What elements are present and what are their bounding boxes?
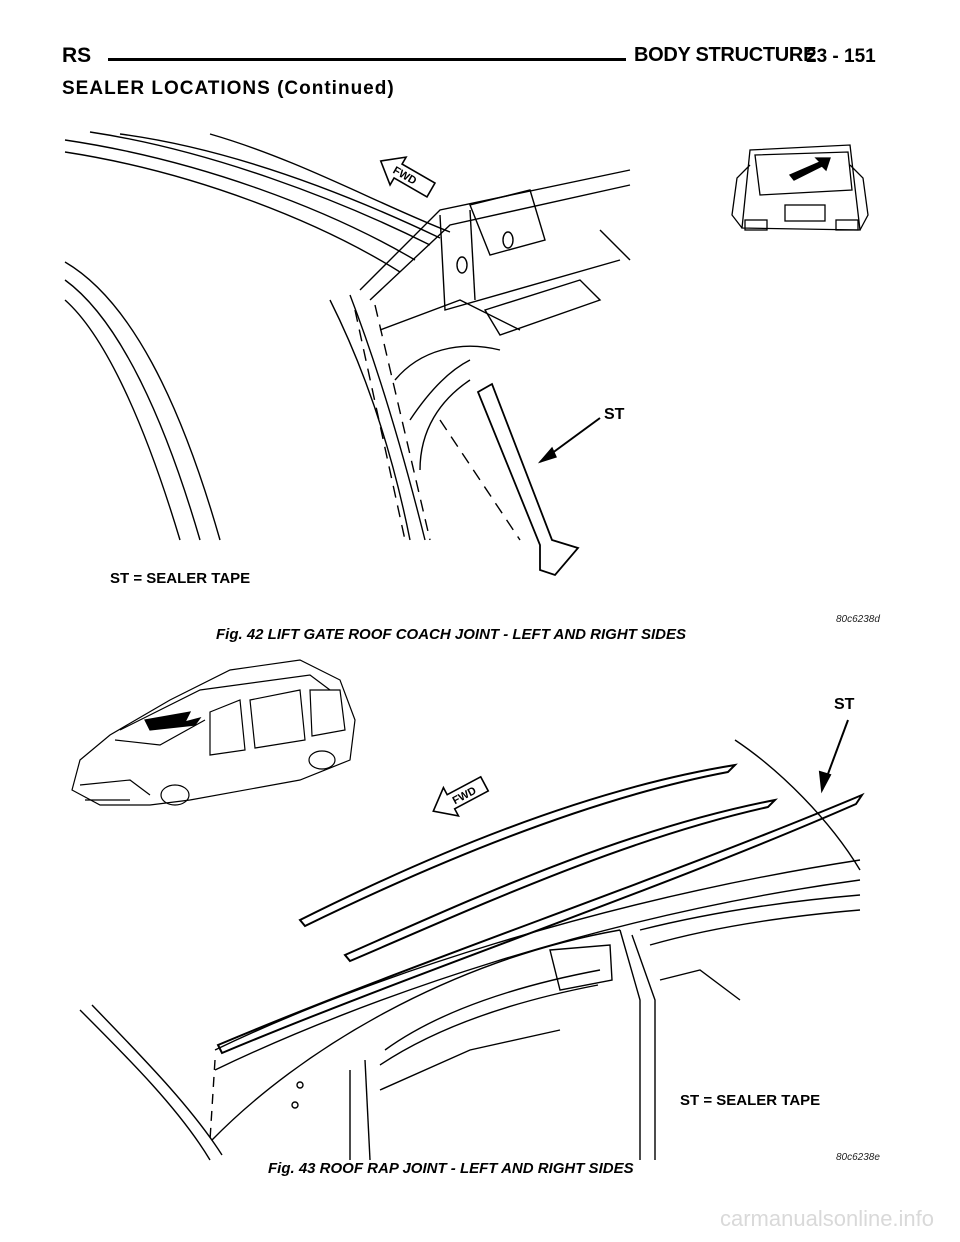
header-page-number: 23 - 151 bbox=[806, 46, 876, 67]
fig42-legend: ST = SEALER TAPE bbox=[110, 570, 251, 587]
fig43-code: 80c6238e bbox=[836, 1152, 880, 1163]
fig43-caption: Fig. 43 ROOF RAP JOINT - LEFT AND RIGHT … bbox=[268, 1160, 634, 1177]
fig43-legend: ST = SEALER TAPE bbox=[680, 1092, 821, 1109]
header-section-title: BODY STRUCTURE bbox=[634, 44, 817, 66]
fig42-caption: Fig. 42 LIFT GATE ROOF COACH JOINT - LEF… bbox=[216, 626, 687, 643]
header-rule bbox=[108, 58, 626, 61]
fig42-callout-st: ST bbox=[604, 406, 625, 423]
fig43-callout-st: ST bbox=[834, 696, 855, 713]
header-model-code: RS bbox=[62, 44, 92, 67]
fig42-code: 80c6238d bbox=[836, 614, 880, 625]
watermark: carmanualsonline.info bbox=[720, 1206, 935, 1231]
section-title: SEALER LOCATIONS (Continued) bbox=[62, 78, 395, 99]
